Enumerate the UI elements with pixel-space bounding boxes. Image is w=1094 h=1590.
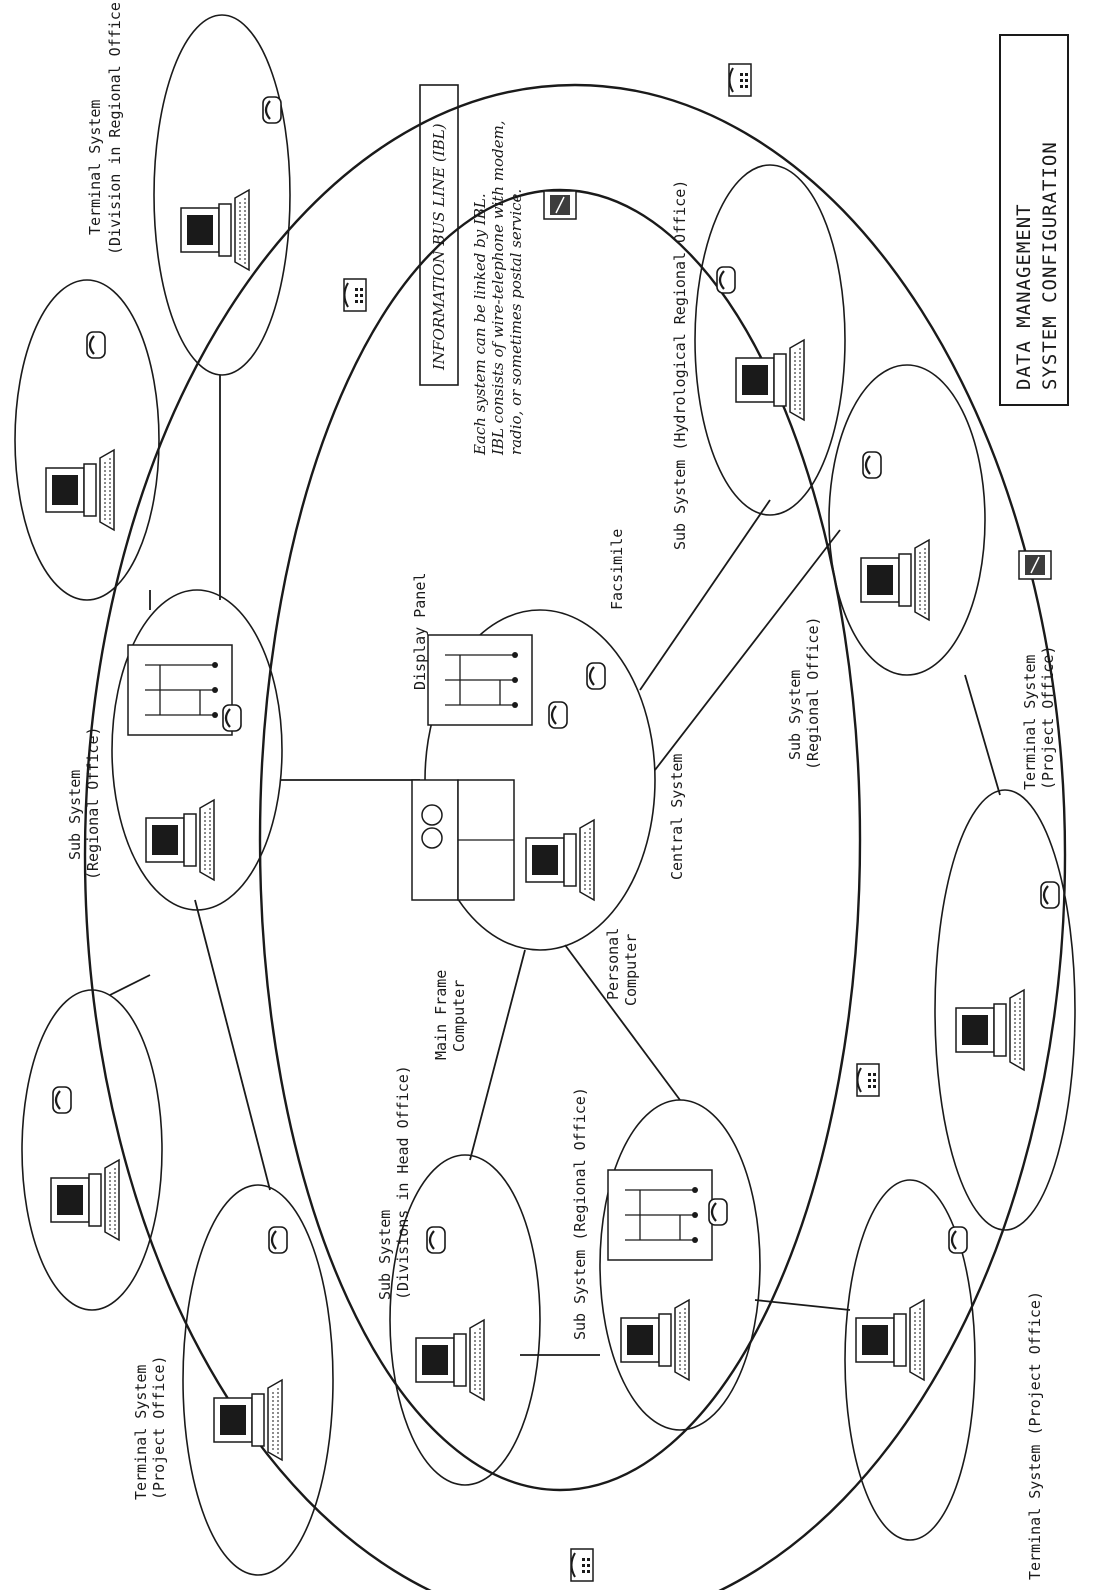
telephone-icon bbox=[53, 1087, 71, 1113]
telephone-icon bbox=[427, 1227, 445, 1253]
title-line-2: SYSTEM CONFIGURATION bbox=[1039, 141, 1061, 390]
personal-computer-label-line-1: Personal bbox=[604, 928, 622, 1000]
personal-computer-label-line-2: Computer bbox=[622, 934, 640, 1006]
personal-computer-icon bbox=[956, 990, 1024, 1070]
terminal-project-bottom-label: Terminal System (Project Office) bbox=[1026, 1291, 1044, 1580]
node-sub-regional-bottom bbox=[600, 1100, 760, 1430]
sub-divisions-label-2: (Divisions in Head Office) bbox=[394, 1065, 412, 1300]
ibl-note-line-1: Each system can be linked by IBL. bbox=[471, 193, 489, 456]
node-terminal-regional-top-left bbox=[15, 280, 159, 600]
ibl-note-line-2: IBL consists of wire-telephone with mode… bbox=[489, 120, 507, 456]
display-panel-label: Display Panel bbox=[411, 573, 429, 690]
display-panel-icon bbox=[128, 645, 232, 735]
personal-computer-icon bbox=[856, 1300, 924, 1380]
mainframe-label-line-2: Computer bbox=[450, 980, 468, 1052]
personal-computer-icon bbox=[526, 820, 594, 900]
facsimile-icon bbox=[587, 663, 605, 689]
telephone-icon bbox=[549, 702, 567, 728]
terminal-project-right-label-2: (Project Office) bbox=[1039, 646, 1057, 791]
telephone-icon bbox=[717, 267, 735, 293]
display-panel-icon bbox=[608, 1170, 712, 1260]
personal-computer-icon bbox=[181, 190, 249, 270]
terminal-project-right-label-1: Terminal System bbox=[1021, 655, 1039, 790]
telephone-icon bbox=[949, 1227, 967, 1253]
telephone-icon bbox=[269, 1227, 287, 1253]
terminal-project-left-label-1: Terminal System bbox=[132, 1365, 150, 1500]
radio-icon bbox=[544, 191, 576, 219]
sub-hydro-label: Sub System (Hydrological Regional Office… bbox=[671, 180, 689, 550]
node-sub-regional-right bbox=[829, 365, 985, 675]
personal-computer-icon bbox=[861, 540, 929, 620]
central-system-label: Central System bbox=[668, 754, 686, 880]
title-block: DATA MANAGEMENT SYSTEM CONFIGURATION bbox=[1000, 35, 1068, 405]
telephone-icon bbox=[263, 97, 281, 123]
telephone-icon bbox=[1041, 882, 1059, 908]
personal-computer-icon bbox=[621, 1300, 689, 1380]
sub-regional-right-label-1: Sub System bbox=[786, 670, 804, 760]
sub-divisions-label-1: Sub System bbox=[376, 1210, 394, 1300]
fax-modem-icon bbox=[729, 64, 751, 96]
sub-regional-left-label-2: (Regional Office) bbox=[84, 726, 102, 880]
ibl-legend: INFORMATION BUS LINE (IBL) Each system c… bbox=[420, 85, 525, 456]
node-sub-regional-left bbox=[112, 590, 282, 910]
mainframe-computer-icon bbox=[412, 780, 514, 900]
sub-regional-left-label-1: Sub System bbox=[66, 770, 84, 860]
facsimile-label: Facsimile bbox=[608, 529, 626, 610]
title-line-1: DATA MANAGEMENT bbox=[1013, 203, 1035, 390]
personal-computer-icon bbox=[416, 1320, 484, 1400]
mainframe-label-line-1: Main Frame bbox=[432, 970, 450, 1060]
postal-service-icon bbox=[1019, 551, 1051, 579]
fax-modem-icon bbox=[571, 1549, 593, 1581]
telephone-icon bbox=[863, 452, 881, 478]
personal-computer-icon bbox=[51, 1160, 119, 1240]
ibl-note-line-3: radio, or sometimes postal service. bbox=[507, 189, 525, 455]
node-terminal-project-left-upper bbox=[22, 990, 162, 1310]
equipment-icons bbox=[46, 64, 1059, 1581]
node-terminal-project-left bbox=[183, 1185, 333, 1575]
telephone-icon bbox=[87, 332, 105, 358]
terminal-division-regional-label-1: Terminal System bbox=[86, 100, 104, 235]
personal-computer-icon bbox=[46, 450, 114, 530]
telephone-icon bbox=[709, 1199, 727, 1225]
node-sub-hydro bbox=[695, 165, 845, 515]
sub-regional-right-label-2: (Regional Office) bbox=[804, 616, 822, 770]
terminal-project-left-label-2: (Project Office) bbox=[150, 1356, 168, 1501]
fax-modem-icon bbox=[857, 1064, 879, 1096]
personal-computer-icon bbox=[146, 800, 214, 880]
display-panel-icon bbox=[428, 635, 532, 725]
telephone-icon bbox=[223, 705, 241, 731]
ibl-heading: INFORMATION BUS LINE (IBL) bbox=[430, 123, 448, 371]
personal-computer-icon bbox=[736, 340, 804, 420]
sub-regional-bottom-label: Sub System (Regional Office) bbox=[571, 1087, 589, 1340]
terminal-division-regional-label-2: (Division in Regional Office) bbox=[106, 0, 124, 255]
fax-modem-icon bbox=[344, 279, 366, 311]
node-sub-divisions bbox=[390, 1155, 540, 1485]
